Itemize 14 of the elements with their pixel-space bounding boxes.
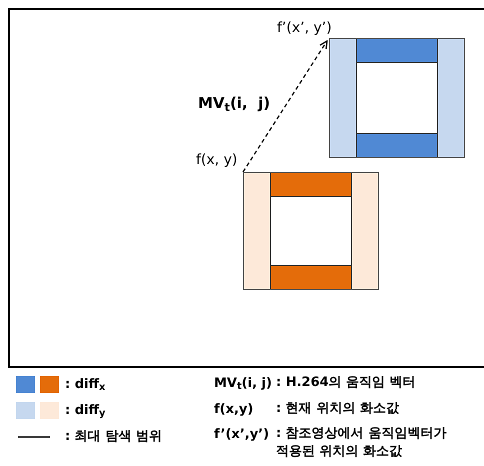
motion-vector-arrow bbox=[242, 40, 328, 172]
term-description: : 현재 위치의 화소값 bbox=[276, 400, 400, 418]
pixel-block bbox=[329, 38, 465, 158]
position-label: f’(x’, y’) bbox=[277, 19, 332, 38]
position-label: f(x, y) bbox=[196, 151, 238, 170]
legend-label: : diff$_{y}$ bbox=[65, 402, 106, 420]
term-label: f(x,y) bbox=[214, 400, 254, 418]
term-description: : 참조영상에서 움직임벡터가 적용된 위치의 화소값 bbox=[276, 425, 448, 461]
term-label: MV$_{t}$(i, j) bbox=[214, 375, 273, 394]
legend-label: : diff$_{x}$ bbox=[65, 376, 106, 394]
legend-label: : 최대 탐색 범위 bbox=[65, 428, 162, 446]
pixel-block bbox=[243, 172, 379, 290]
term-label: f’(x’,y’) bbox=[214, 426, 270, 444]
term-description: : H.264의 움직임 벡터 bbox=[276, 374, 417, 392]
